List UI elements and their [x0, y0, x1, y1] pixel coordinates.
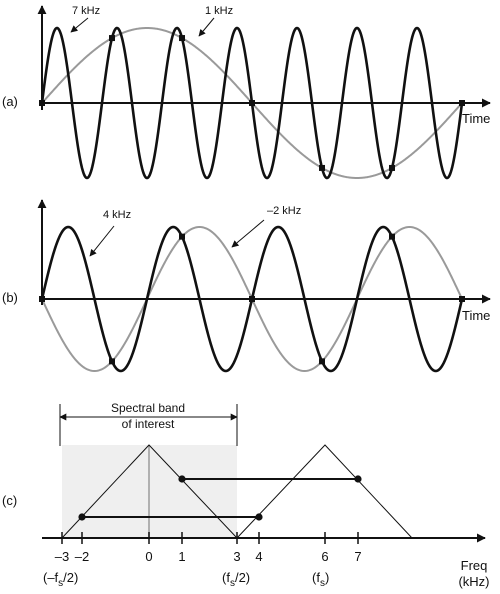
- panel-a-1khz-label: 1 kHz: [205, 5, 233, 17]
- panel-b-4khz-label: 4 kHz: [103, 209, 131, 221]
- panel-b-label: (b): [2, 290, 18, 305]
- pos-half-fs-label: (fs/2): [222, 570, 250, 589]
- alias-point-7khz: [354, 475, 362, 483]
- fs-label: (fs): [312, 570, 329, 589]
- sample-point: [39, 100, 45, 106]
- panel-a: (a) Time 7 kHz 1 kHz: [2, 5, 491, 180]
- band-label-line1: Spectral band: [111, 401, 185, 415]
- sample-point: [39, 296, 45, 302]
- panel-a-1khz-pointer: [198, 17, 215, 37]
- frequency-tick-label: 0: [145, 549, 152, 564]
- sample-point: [109, 358, 115, 365]
- frequency-tick-label: 7: [354, 549, 361, 564]
- alias-point-1khz: [178, 475, 186, 483]
- alias-point-minus-2khz: [78, 513, 86, 521]
- sample-point: [179, 233, 185, 240]
- frequency-tick-label: 3: [233, 549, 240, 564]
- panel-a-7khz-label: 7 kHz: [72, 5, 100, 17]
- shifted-triangle: [236, 444, 413, 539]
- band-label-line2: of interest: [122, 417, 175, 431]
- sample-point: [249, 296, 255, 302]
- frequency-tick-label: 1: [178, 549, 185, 564]
- panel-b-4khz-pointer: [89, 225, 115, 257]
- sample-point: [109, 35, 115, 42]
- panel-b-minus-2khz-label: –2 kHz: [267, 205, 301, 217]
- panel-a-7khz-pointer: [70, 17, 89, 33]
- panel-b-sample-points: [39, 233, 465, 365]
- sample-point: [179, 35, 185, 42]
- baseband-triangle: [61, 444, 238, 539]
- freq-axis-label-line2: (kHz): [458, 574, 489, 589]
- frequency-tick-label: 6: [321, 549, 328, 564]
- freq-axis-label-line1: Freq: [461, 558, 488, 573]
- panel-c-label: (c): [2, 493, 17, 508]
- sample-point: [389, 233, 395, 240]
- alias-point-4khz: [255, 513, 263, 521]
- panel-a-sample-points: [39, 35, 465, 171]
- panel-a-time-label: Time: [462, 111, 490, 126]
- sample-point: [319, 164, 325, 171]
- sample-point: [319, 358, 325, 365]
- neg-half-fs-label: (–fs/2): [43, 570, 78, 589]
- frequency-tick-label: –3: [55, 549, 69, 564]
- sample-point: [459, 100, 465, 106]
- panel-b-minus-2khz-pointer: [231, 219, 265, 248]
- sample-point: [389, 164, 395, 171]
- frequency-tick-label: –2: [75, 549, 89, 564]
- panel-b-time-label: Time: [462, 308, 490, 323]
- panel-b: (b) Time 4 kHz –2 kHz: [2, 199, 491, 373]
- panel-a-label: (a): [2, 94, 18, 109]
- sample-point: [459, 296, 465, 302]
- sample-point: [249, 100, 255, 106]
- frequency-tick-label: 4: [255, 549, 262, 564]
